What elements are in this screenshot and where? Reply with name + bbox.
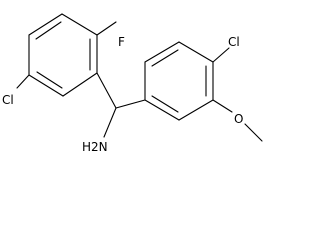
ring-to-ch-bond	[96, 72, 117, 109]
ring-double-bond	[35, 21, 62, 40]
c-o-bond	[212, 99, 233, 113]
ring-bond	[28, 13, 63, 36]
ring-bond	[144, 41, 180, 63]
chlorine-label-right: Cl	[228, 35, 240, 49]
c-cl-bond-left	[16, 74, 30, 89]
methoxy-oxygen-label: O	[234, 112, 243, 126]
ring-double-bond	[36, 71, 63, 89]
chlorine-label-left: Cl	[2, 93, 14, 107]
ring-double-bond	[151, 95, 179, 113]
ring-bond	[178, 41, 214, 63]
ring-bond	[62, 72, 98, 97]
right-benzene-ring	[144, 41, 214, 121]
ch-nh2-bond	[103, 107, 117, 138]
ring-double-bond	[151, 49, 179, 67]
ring-bond	[61, 13, 98, 36]
fluorine-label: F	[118, 35, 125, 49]
c-f-bond	[96, 21, 117, 36]
c-cl-bond-right	[212, 47, 230, 63]
ch-to-right-ring-bond	[115, 99, 146, 109]
ring-bond	[28, 74, 64, 97]
chemical-structure-diagram: F Cl Cl H2N O	[2, 13, 263, 153]
o-ch3-bond	[244, 123, 263, 142]
left-benzene-ring	[28, 13, 98, 97]
amine-label: H2N	[82, 140, 108, 153]
ring-bond	[144, 99, 180, 121]
ring-bond	[178, 99, 214, 121]
